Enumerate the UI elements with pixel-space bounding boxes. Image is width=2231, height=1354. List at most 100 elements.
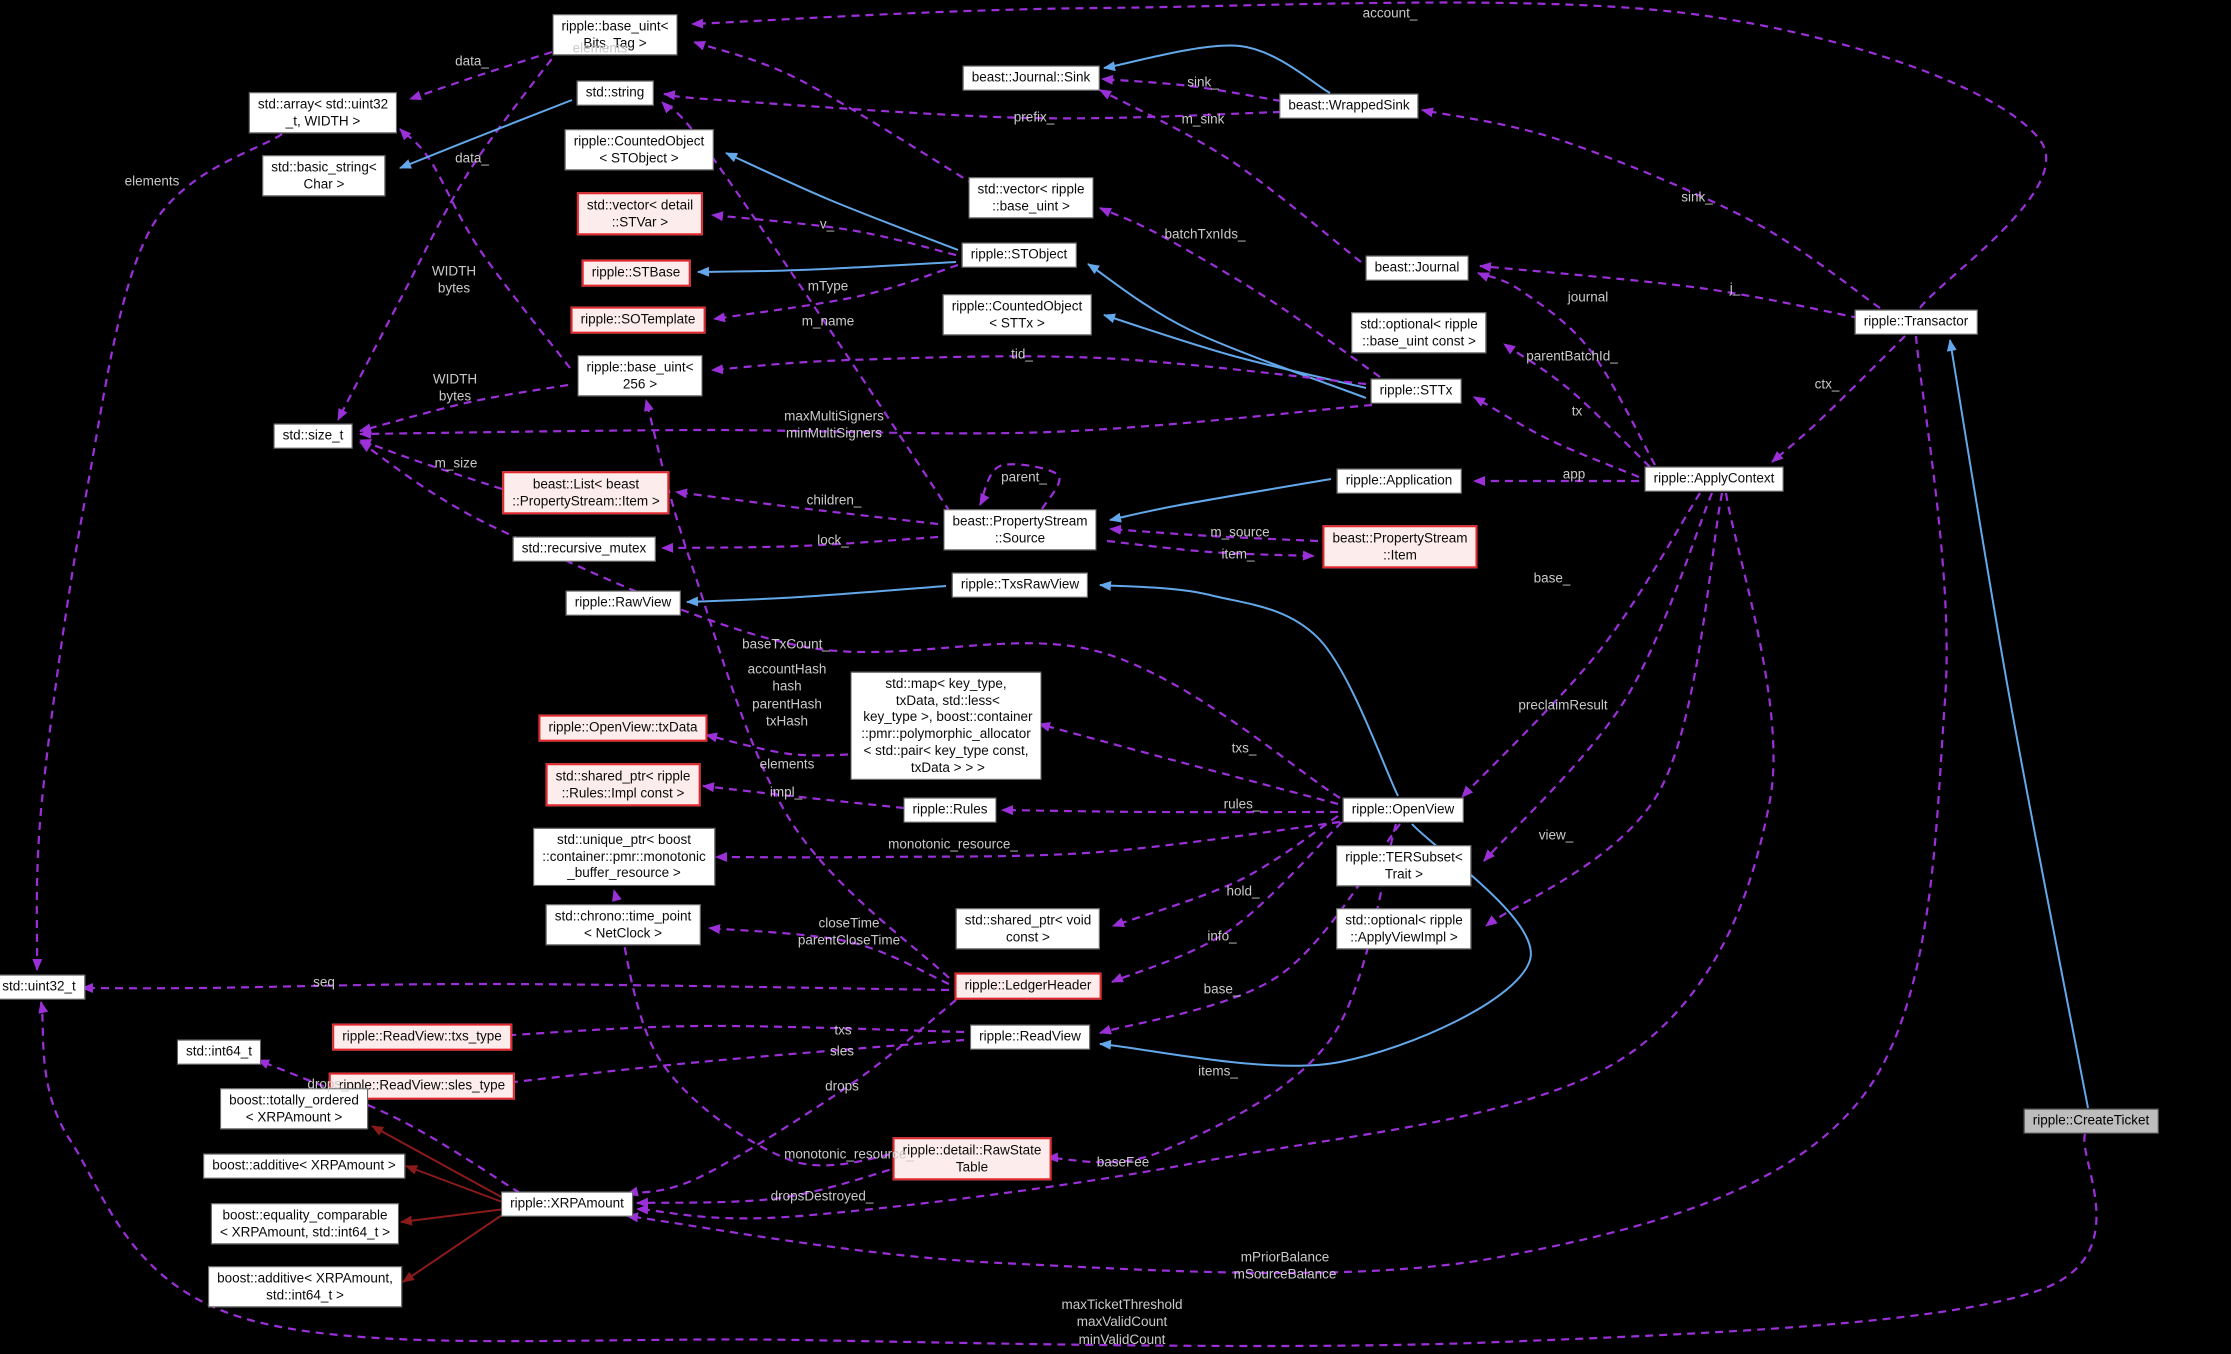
node-create-ticket[interactable]: ripple::CreateTicket [2023,1108,2159,1134]
edge-label-seq: seq [313,974,335,990]
node-equality-comparable[interactable]: boost::equality_comparable < XRPAmount, … [210,1203,400,1245]
node-xrp-amount[interactable]: ripple::XRPAmount [501,1191,633,1217]
node-std-string[interactable]: std::string [576,80,654,106]
edge-open-view-to-ledger-header-info_ [1111,821,1343,984]
node-application[interactable]: ripple::Application [1336,468,1462,494]
edge-open-view-to-unique-ptr-mono-monotonic_resource_ [715,820,1341,863]
node-rules[interactable]: ripple::Rules [903,797,997,823]
edge-ps-source-to-beast-list-children_ [675,488,939,526]
edge-open-view-to-read-view [1099,823,1532,1067]
node-shared-rules-impl[interactable]: std::shared_ptr< ripple ::Rules::Impl co… [545,763,701,807]
node-stbase[interactable]: ripple::STBase [581,259,691,287]
edge-label-app: app [1562,466,1586,482]
edge-wrapped-sink-to-journal-sink-sink_ [1101,74,1282,103]
node-transactor[interactable]: ripple::Transactor [1854,309,1978,335]
node-optional-avi[interactable]: std::optional< ripple ::ApplyViewImpl > [1336,908,1472,950]
edge-label-m_size: m_size [434,455,478,471]
edge-raw-state-table-to-xrp-amount-dropsDestroyed_ [636,1164,904,1208]
node-counted-stobject[interactable]: ripple::CountedObject < STObject > [564,129,714,171]
edge-label-view_: view_ [1538,827,1574,843]
node-recursive-mutex[interactable]: std::recursive_mutex [512,536,656,562]
edge-base-uint-256-to-std-size-t-WIDTH [359,383,569,434]
node-ps-source[interactable]: beast::PropertyStream ::Source [943,509,1097,551]
edge-label-hold_: hold_ [1226,883,1260,899]
node-std-array[interactable]: std::array< std::uint32 _t, WIDTH > [248,92,398,134]
edge-open-view-to-std-size-t-baseTxCount_ [359,441,1341,799]
edge-std-array-to-std-uint32-elements [32,133,283,971]
edge-label-tx: tx [1571,403,1583,419]
edge-sttx-to-stobject [1087,263,1367,399]
node-open-view[interactable]: ripple::OpenView [1342,797,1464,823]
node-stobject[interactable]: ripple::STObject [961,242,1077,268]
node-vector-base-uint[interactable]: std::vector< ripple ::base_uint > [968,177,1094,219]
edge-ps-source-to-recursive-mutex-lock_ [661,535,939,553]
node-additive-xrp-int64[interactable]: boost::additive< XRPAmount, std::int64_t… [208,1266,402,1308]
edge-ledger-header-to-std-uint32-seq [81,982,950,994]
node-base-uint-256[interactable]: ripple::base_uint< 256 > [577,355,703,397]
node-totally-ordered[interactable]: boost::totally_ordered < XRPAmount > [220,1088,368,1130]
node-raw-view[interactable]: ripple::RawView [565,590,681,616]
node-sotemplate[interactable]: ripple::SOTemplate [570,306,706,334]
node-apply-context[interactable]: ripple::ApplyContext [1644,466,1784,492]
edge-raw-state-table-to-unique-ptr-mono-monotonic_resource_ [612,889,904,1167]
edge-base-uint-256-to-std-array-data_ [399,128,571,369]
edge-label-data_: data_ [455,53,489,69]
edge-vector-base-uint-to-base-uint-bits-tag-elements [693,40,976,186]
edge-application-to-ps-source [1109,478,1332,523]
node-std-int64[interactable]: std::int64_t [176,1039,262,1065]
node-ter-subset[interactable]: ripple::TERSubset< Trait > [1336,845,1472,887]
edge-stobject-to-counted-stobject [725,152,959,251]
node-counted-sttx[interactable]: ripple::CountedObject < STTx > [942,294,1092,336]
node-vector-stvar[interactable]: std::vector< detail ::STVar > [576,192,704,236]
edge-label-maxTicketThreshold: maxTicketThreshold maxValidCount minVali… [1061,1297,1183,1347]
node-std-basic-string[interactable]: std::basic_string< Char > [262,155,386,197]
edge-label-WIDTH: WIDTH bytes [431,263,477,296]
edge-create-ticket-to-std-uint32-maxTicketThreshold [38,1001,2098,1348]
edge-stobject-to-stbase [697,261,957,277]
edge-apply-context-to-journal-journal [1477,271,1656,466]
node-wrapped-sink[interactable]: beast::WrappedSink [1279,93,1419,119]
edge-label-accountHash: accountHash hash parentHash txHash [747,661,827,729]
node-beast-list[interactable]: beast::List< beast ::PropertyStream::Ite… [502,471,670,515]
edge-label-tid_: tid_ [1011,346,1033,362]
edge-wrapped-sink-to-std-string-prefix_ [663,90,1282,120]
node-unique-ptr-mono[interactable]: std::unique_ptr< boost ::container::pmr:… [533,827,715,887]
edge-xrp-amount-to-additive-xrp-int64 [402,1212,506,1283]
node-readview-txs-type[interactable]: ripple::ReadView::txs_type [332,1023,512,1051]
node-std-uint32[interactable]: std::uint32_t [0,974,85,1000]
node-read-view[interactable]: ripple::ReadView [970,1024,1090,1050]
node-std-size-t[interactable]: std::size_t [273,423,353,449]
edge-stobject-to-sotemplate-mType [713,263,959,323]
edge-label-base_: base_ [1203,981,1241,997]
edge-transactor-to-xrp-amount-mPriorBalance [626,335,1948,1275]
node-time-point[interactable]: std::chrono::time_point < NetClock > [545,904,701,946]
node-ps-item[interactable]: beast::PropertyStream ::Item [1322,525,1478,569]
node-ledger-header[interactable]: ripple::LedgerHeader [954,972,1102,1000]
edge-sttx-to-std-size-t-maxMultiSigners [359,403,1373,439]
edge-base-uint-bits-tag-to-std-size-t-WIDTH [337,47,561,421]
edge-label-items_: items_ [1198,1063,1238,1079]
edge-label-closeTime: closeTime parentCloseTime [797,915,901,948]
edge-label-prefix_: prefix_ [1013,109,1055,125]
node-openview-txdata[interactable]: ripple::OpenView::txData [538,714,708,742]
node-additive-xrp[interactable]: boost::additive< XRPAmount > [203,1153,405,1179]
node-map-txdata[interactable]: std::map< key_type, txData, std::less< k… [850,671,1042,781]
edge-label-lock_: lock_ [817,532,849,548]
edge-label-mType: mType [807,278,849,294]
node-txs-raw-view[interactable]: ripple::TxsRawView [951,572,1089,598]
node-sttx[interactable]: ripple::STTx [1370,378,1462,404]
node-journal-sink[interactable]: beast::Journal::Sink [962,65,1100,91]
edge-label-info_: info_ [1207,928,1237,944]
node-base-uint-bits-tag[interactable]: ripple::base_uint< Bits, Tag > [552,14,678,56]
edge-label-maxMultiSigners: maxMultiSigners minMultiSigners [784,408,884,441]
edge-label-drops: drops [825,1078,859,1094]
node-raw-state-table[interactable]: ripple::detail::RawState Table [892,1137,1052,1181]
node-journal[interactable]: beast::Journal [1365,255,1469,281]
edge-label-monotonic_resource_: monotonic_resource_ [888,836,1018,852]
node-shared-void[interactable]: std::shared_ptr< void const > [955,908,1101,950]
edge-label-v_: v_ [819,216,835,232]
edge-ps-source-to-std-string-m_name [661,101,951,513]
node-optional-base-uint[interactable]: std::optional< ripple ::base_uint const … [1351,312,1487,354]
